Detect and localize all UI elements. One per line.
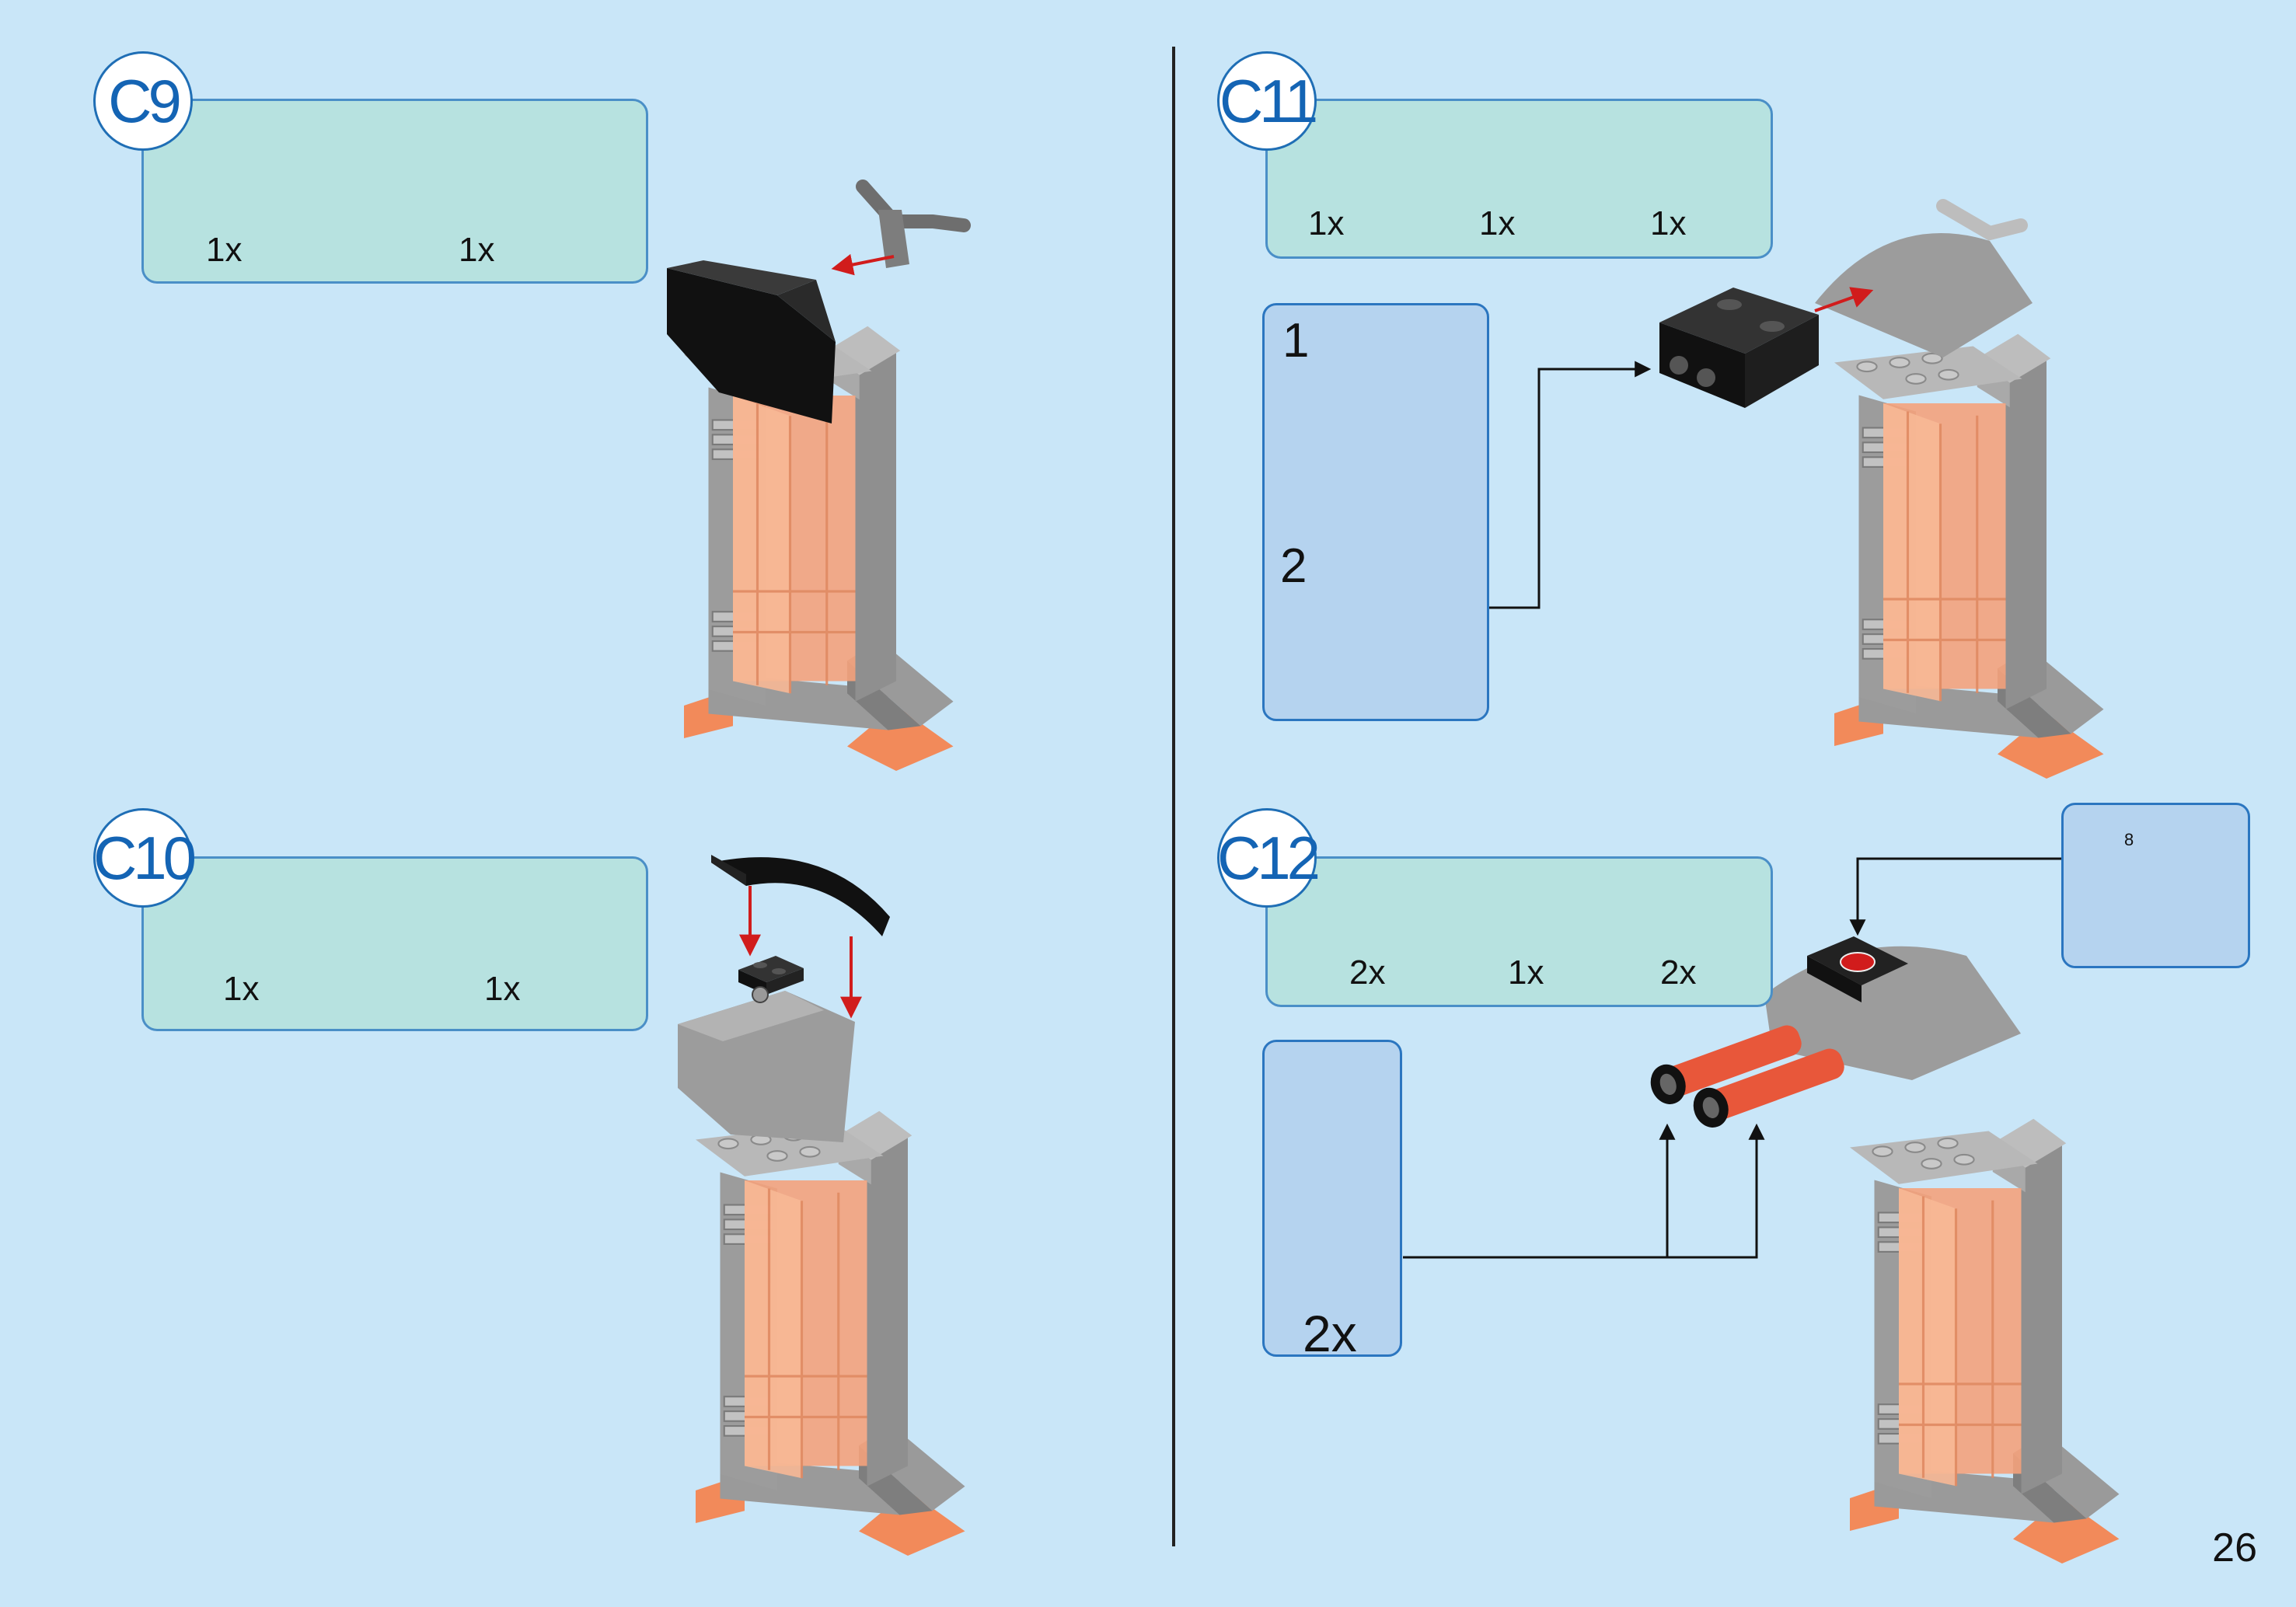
step-badge-c10: C10 (93, 808, 197, 908)
c10-model (694, 1110, 967, 1557)
page-number: 26 (2212, 1525, 2257, 1570)
c9-parts-box (141, 99, 648, 284)
c11-arrow (1814, 287, 1874, 312)
c9-arrow (831, 253, 895, 276)
c12-qty-2: 1x (1508, 953, 1544, 992)
c12-printed-tile (1807, 936, 1908, 1002)
c11-qty-2: 1x (1479, 204, 1516, 242)
c10-qty-1: 1x (223, 970, 260, 1008)
step-badge-c12: C12 (1217, 808, 1321, 908)
c11-parts-box (1265, 99, 1773, 259)
c11-qty-3: 1x (1650, 204, 1687, 242)
c11-substep-2: 2 (1280, 539, 1307, 593)
c12-parts-box (1265, 856, 1773, 1007)
c11-substep-1: 1 (1282, 314, 1310, 368)
c11-qty-1: 1x (1308, 204, 1345, 242)
c12-sticker-number: 8 (2124, 830, 2134, 849)
c12-qty-3: 2x (1660, 953, 1697, 992)
c9-qty-2: 1x (459, 231, 495, 269)
c11-connector (1488, 361, 1652, 609)
c11-subassembly-box (1262, 303, 1489, 721)
c11-model (1833, 333, 2106, 780)
c12-connector (1403, 1123, 1676, 1259)
c10-parts-box (141, 856, 648, 1031)
c12-blasters (1650, 1025, 1844, 1128)
c10-qty-2: 1x (484, 970, 521, 1008)
c11-gray-top (1815, 199, 2033, 357)
c10-gray-slope (678, 991, 855, 1142)
c12-model (1848, 1117, 2121, 1565)
c9-bar-holder (856, 180, 971, 268)
c10-curved-slope (711, 855, 890, 936)
c12-qty-1: 2x (1349, 953, 1386, 992)
step-badge-c11: C11 (1217, 51, 1318, 151)
c12-subassembly-box (1262, 1040, 1402, 1357)
c9-qty-1: 1x (206, 231, 243, 269)
c9-black-slope (667, 260, 836, 424)
step-badge-c9: C9 (93, 51, 193, 151)
c12-sticker-connector (1849, 857, 2064, 936)
c11-black-brick (1659, 288, 1819, 408)
c12-subassembly-qty: 2x (1303, 1305, 1357, 1362)
c12-sticker-box (2061, 803, 2250, 968)
page-divider (1172, 47, 1175, 1546)
c10-clip-plate (738, 956, 804, 1003)
